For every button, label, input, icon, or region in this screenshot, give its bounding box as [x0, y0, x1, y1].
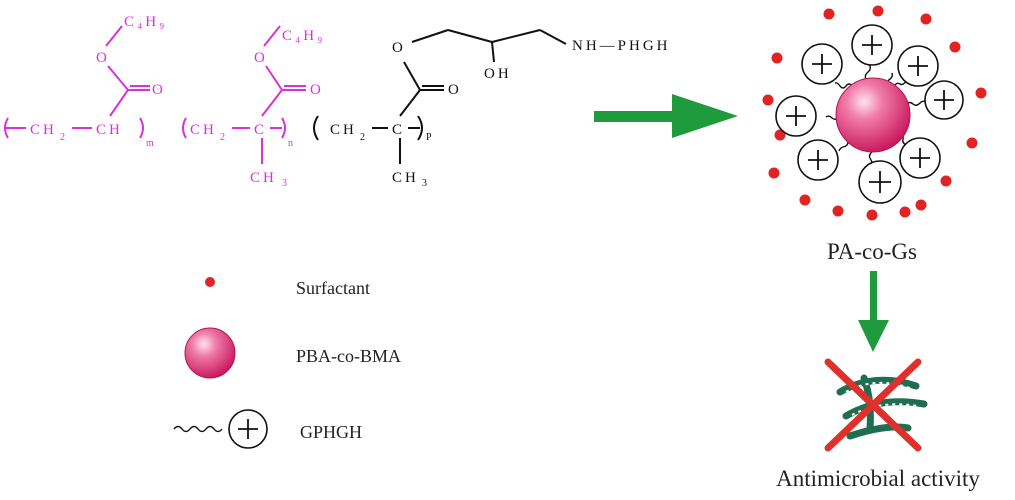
c4h9-2: C₄H₉ — [282, 28, 325, 44]
legend-gphgh-marker — [173, 409, 268, 449]
svg-text:2: 2 — [220, 132, 225, 143]
surfactant-dot — [799, 194, 811, 206]
ch2-mid: CH — [190, 122, 217, 138]
surfactant-dots — [762, 5, 987, 221]
surfactant-dot — [966, 137, 978, 149]
ch3-mid: CH — [250, 170, 277, 186]
legend-core-marker — [184, 327, 236, 379]
surfactant-dot — [866, 209, 878, 221]
subscript-p: P — [426, 132, 432, 143]
cation — [851, 24, 893, 66]
c-quaternary-mid: C — [254, 122, 267, 138]
legend: Surfactant PBA-co-BMA GPHGH — [173, 277, 401, 449]
cation — [801, 43, 843, 85]
cation — [797, 139, 839, 181]
copolymer-segment: CH 2 CH m O O C₄H₉ CH 2 C n — [4, 14, 325, 189]
bracket-p-open — [313, 115, 319, 141]
bracket-p-close — [417, 115, 423, 141]
hydroxyl: OH — [484, 66, 512, 82]
surfactant-dot — [940, 175, 952, 187]
result-label: Antimicrobial activity — [776, 466, 980, 491]
legend-pba-co-bma-label: PBA-co-BMA — [296, 346, 401, 366]
cation — [899, 137, 941, 179]
surfactant-dot — [832, 205, 844, 217]
subscript-m: m — [146, 138, 154, 149]
nanoparticle — [762, 5, 987, 221]
c-quaternary-right: C — [392, 122, 405, 138]
ch2-left: CH — [30, 122, 57, 138]
bracket-m — [139, 117, 144, 139]
cross-icon — [824, 358, 922, 452]
surfactant-dot — [771, 52, 783, 64]
carbonyl-o-1: O — [152, 82, 166, 98]
surfactant-dot — [975, 87, 987, 99]
surfactant-dot — [872, 5, 884, 17]
svg-text:3: 3 — [422, 178, 427, 189]
ester-o-2: O — [254, 50, 268, 66]
chemical-structure: CH 2 CH m O O C₄H₉ CH 2 C n — [4, 14, 671, 189]
surfactant-dot — [949, 41, 961, 53]
cation — [924, 80, 964, 120]
surfactant-dot — [823, 8, 835, 20]
carbonyl-o-3: O — [448, 82, 462, 98]
legend-gphgh-label: GPHGH — [300, 422, 362, 442]
gphgh-cations — [775, 24, 964, 204]
carbonyl-o-2: O — [310, 82, 324, 98]
grafted-segment: CH 2 C P CH 3 O O OH NH—PHGH — [313, 29, 671, 189]
svg-text:3: 3 — [282, 178, 287, 189]
legend-surfactant-marker — [205, 277, 215, 287]
c4h9-1: C₄H₉ — [124, 14, 167, 30]
bracket-n-close — [281, 117, 286, 139]
svg-text:2: 2 — [60, 132, 65, 143]
bracket-n-open — [182, 117, 187, 139]
right-arrow-icon — [594, 94, 738, 138]
ester-o-3: O — [392, 40, 406, 56]
pba-co-bma-core — [835, 77, 911, 153]
surfactant-dot — [774, 129, 786, 141]
subscript-n: n — [288, 138, 293, 149]
surfactant-dot — [915, 199, 927, 211]
surfactant-dot — [762, 94, 774, 106]
surfactant-dot — [920, 13, 932, 25]
ch-left: CH — [96, 122, 123, 138]
legend-surfactant-label: Surfactant — [296, 278, 370, 298]
ester-o-1: O — [96, 50, 110, 66]
ch3-right: CH — [392, 170, 419, 186]
cation — [897, 45, 939, 87]
ch2-right: CH — [330, 122, 357, 138]
surfactant-dot — [899, 206, 911, 218]
surfactant-dot — [768, 167, 780, 179]
cation — [775, 95, 817, 137]
svg-text:2: 2 — [360, 132, 365, 143]
nh-phgh: NH—PHGH — [572, 38, 671, 54]
down-arrow-icon — [858, 271, 889, 352]
particle-label: PA-co-Gs — [827, 239, 917, 264]
cation — [858, 160, 902, 204]
